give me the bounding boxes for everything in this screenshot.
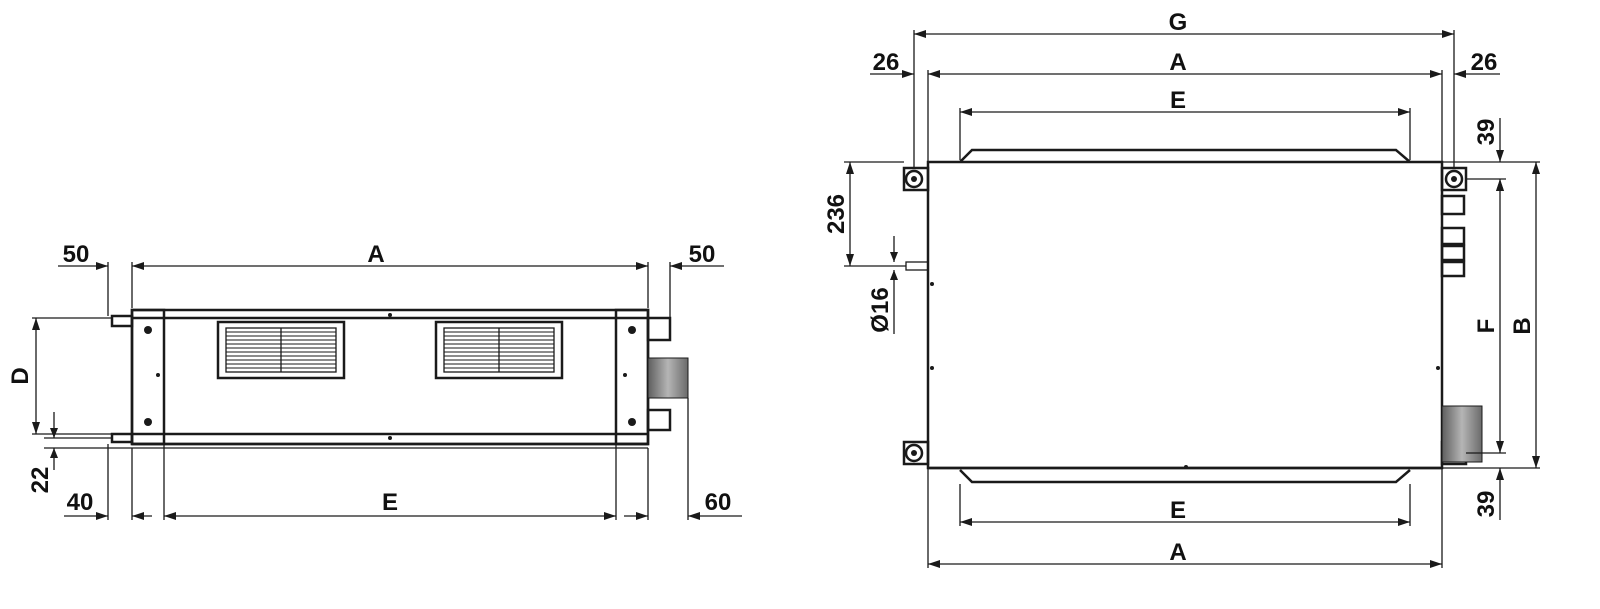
corner-lug-bottom-left bbox=[902, 440, 930, 466]
side-left-offset-label: 50 bbox=[63, 241, 90, 268]
top-right-39-label: 39 bbox=[1473, 119, 1500, 146]
bottom-width-e-label: E bbox=[1170, 497, 1186, 524]
top-view: G 26 A 26 E 39 236 bbox=[823, 9, 1540, 568]
side-unit-body bbox=[130, 308, 650, 446]
bottom-width-a-label: A bbox=[1169, 539, 1186, 566]
right-connector-bottom bbox=[646, 408, 672, 432]
drain-pipe bbox=[647, 357, 689, 399]
top-flange bbox=[959, 148, 1411, 163]
corner-lug-top-right bbox=[1440, 166, 1468, 192]
corner-lug-top-left bbox=[902, 166, 930, 192]
bottom-flange bbox=[959, 469, 1411, 484]
top-right-offset-label: 26 bbox=[1471, 49, 1498, 76]
top-left-offset-label: 26 bbox=[873, 49, 900, 76]
top-drain-pipe bbox=[1441, 405, 1483, 463]
bottom-right-39-label: 39 bbox=[1473, 491, 1500, 518]
side-right-offset-label: 50 bbox=[689, 241, 716, 268]
top-unit-body bbox=[926, 160, 1444, 470]
top-depth-b-label: B bbox=[1509, 317, 1536, 334]
side-height-d-label: D bbox=[7, 367, 34, 384]
side-width-a-label: A bbox=[367, 241, 384, 268]
connector-1 bbox=[1440, 194, 1466, 216]
fan-outlet-right bbox=[434, 320, 564, 380]
side-width-e-label: E bbox=[382, 489, 398, 516]
top-width-a-label: A bbox=[1169, 49, 1186, 76]
side-bottom-offset-label: 22 bbox=[27, 467, 54, 494]
top-depth-236-label: 236 bbox=[823, 194, 850, 234]
pipe-stub bbox=[905, 261, 929, 271]
left-bracket bbox=[130, 308, 166, 446]
connector-4 bbox=[1440, 260, 1466, 278]
side-right-gap-label: 60 bbox=[705, 489, 732, 516]
left-hanger-tab bbox=[110, 314, 134, 328]
top-width-g-label: G bbox=[1169, 9, 1188, 36]
right-connector-top bbox=[646, 316, 672, 342]
top-width-e-label: E bbox=[1170, 87, 1186, 114]
side-view: 50 A 50 D 22 40 E bbox=[7, 241, 742, 520]
connector-2 bbox=[1440, 226, 1466, 246]
top-diameter-label: Ø16 bbox=[867, 287, 894, 332]
connector-3 bbox=[1440, 244, 1466, 262]
fan-outlet-left bbox=[216, 320, 346, 380]
top-depth-f-label: F bbox=[1473, 319, 1500, 334]
side-left-gap-label: 40 bbox=[67, 489, 94, 516]
